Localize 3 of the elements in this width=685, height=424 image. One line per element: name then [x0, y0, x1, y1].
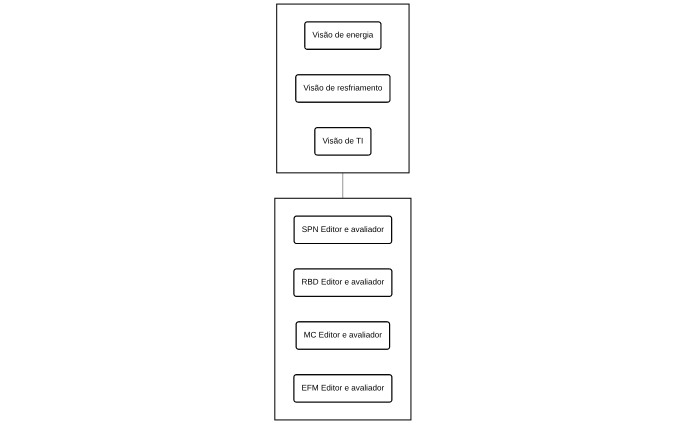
cluster	[274, 198, 412, 420]
cluster	[276, 4, 410, 174]
connector	[342, 172, 343, 199]
